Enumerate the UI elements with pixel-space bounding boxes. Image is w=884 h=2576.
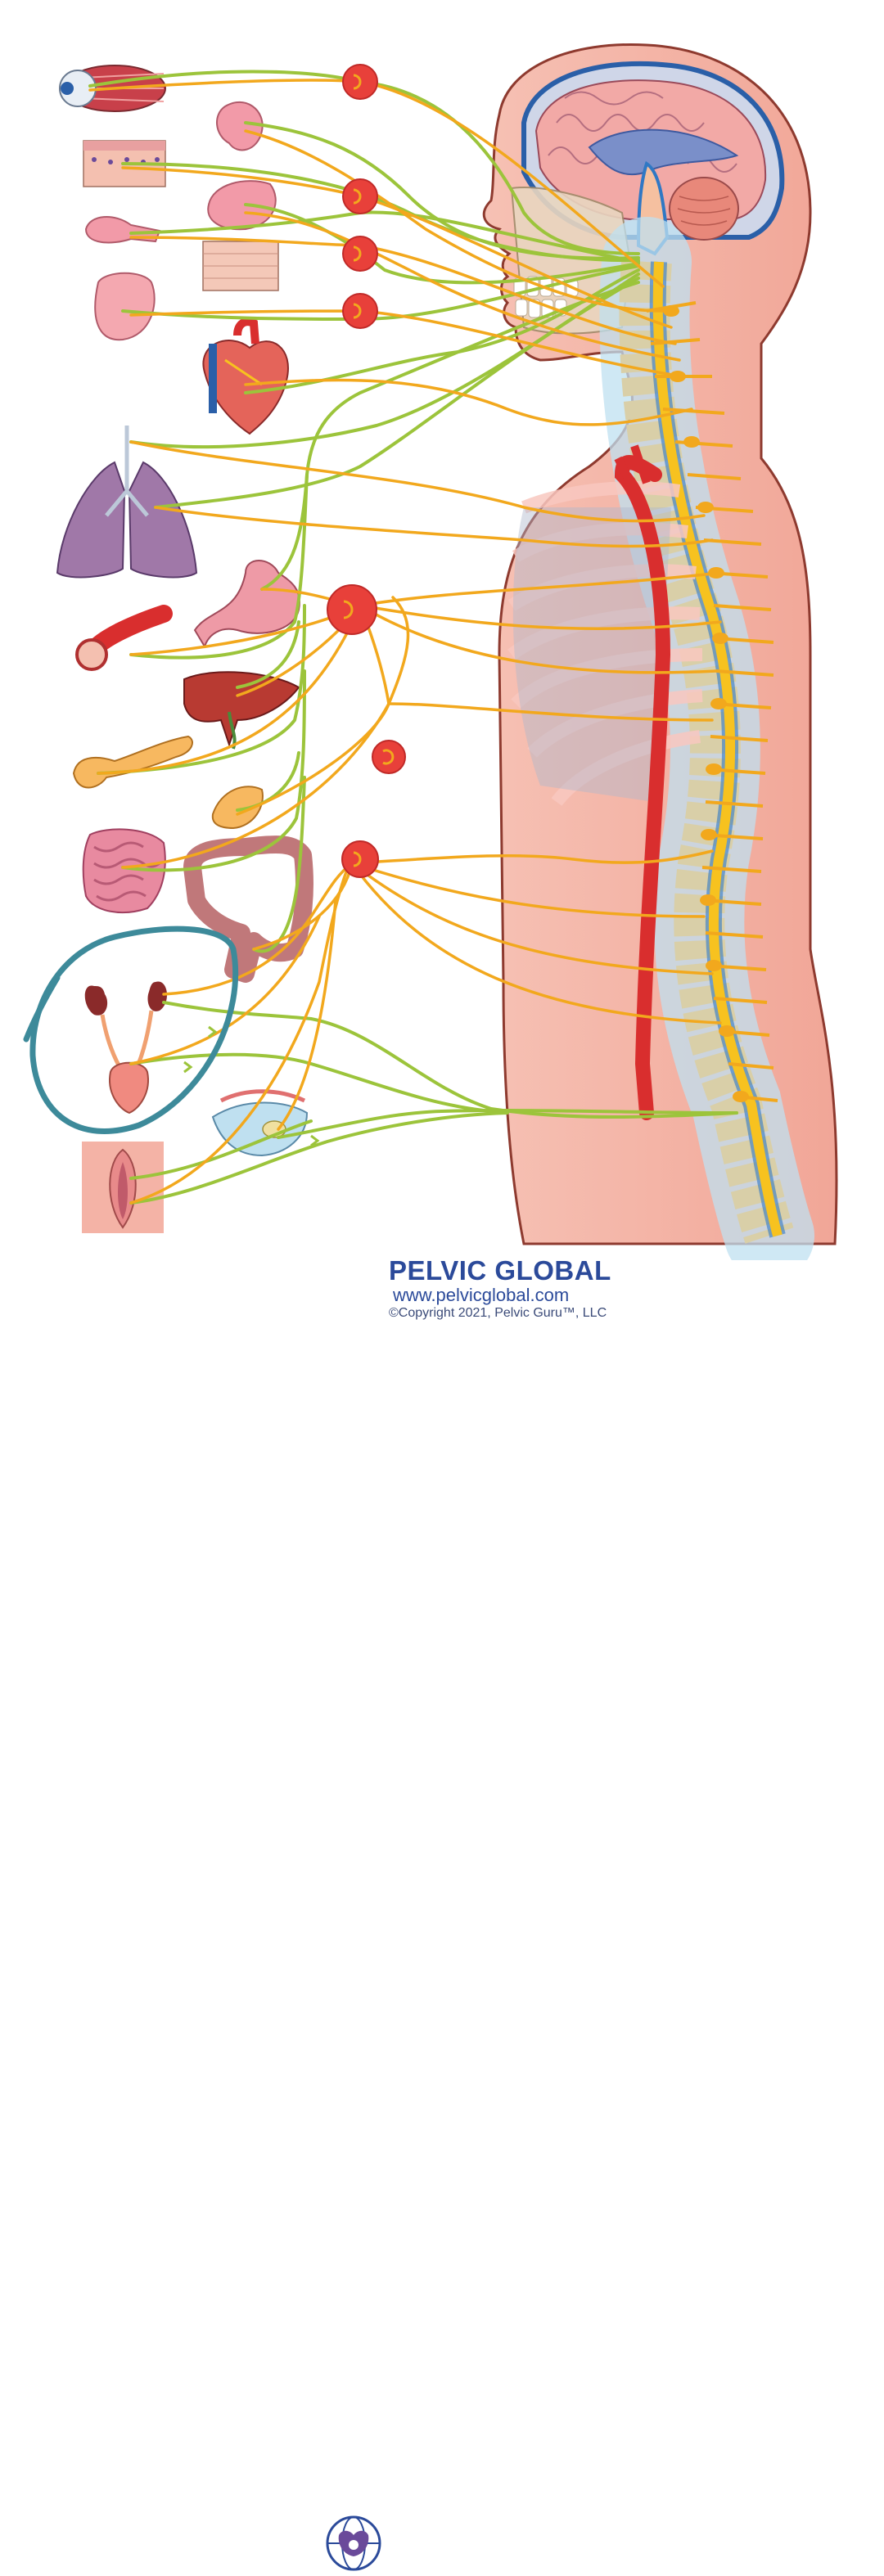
vertebral-column xyxy=(599,217,814,1260)
sublingual-gland-icon xyxy=(94,272,156,341)
rib-cage xyxy=(507,481,703,806)
copyright-text: ©Copyright 2021, Pelvic Guru™, LLC xyxy=(389,1306,607,1320)
pelvic-ganglia-markers xyxy=(183,1025,320,1147)
small-intestine-icon xyxy=(82,828,166,913)
urogenital-highlight-circle xyxy=(23,925,239,1134)
superior-mesenteric-ganglion xyxy=(372,740,406,774)
oral-mucosa-icon xyxy=(202,241,279,291)
autonomic-nervous-system-diagram xyxy=(23,43,838,1260)
sympathetic-chain-ganglia xyxy=(663,305,749,1102)
lungs-icon xyxy=(56,426,198,579)
kidneys-bladder-icon xyxy=(84,981,168,1115)
blood-vessel-icon xyxy=(75,605,173,671)
brand-name: PELVIC GLOBAL xyxy=(389,1255,611,1286)
lacrimal-gland-icon xyxy=(216,101,264,151)
parotid-gland-icon xyxy=(207,180,277,231)
globe-pelvis-logo-icon xyxy=(326,2515,381,2571)
heart-icon xyxy=(202,317,289,435)
spleen-icon xyxy=(211,786,264,830)
large-intestine-icon xyxy=(183,835,313,983)
vulva-icon xyxy=(82,1142,164,1233)
aorta xyxy=(614,444,671,1120)
website-url[interactable]: www.pelvicglobal.com xyxy=(393,1285,570,1305)
liver-icon xyxy=(183,671,300,750)
ganglion-synapse-marks xyxy=(343,74,395,867)
pancreas-icon xyxy=(72,735,193,789)
